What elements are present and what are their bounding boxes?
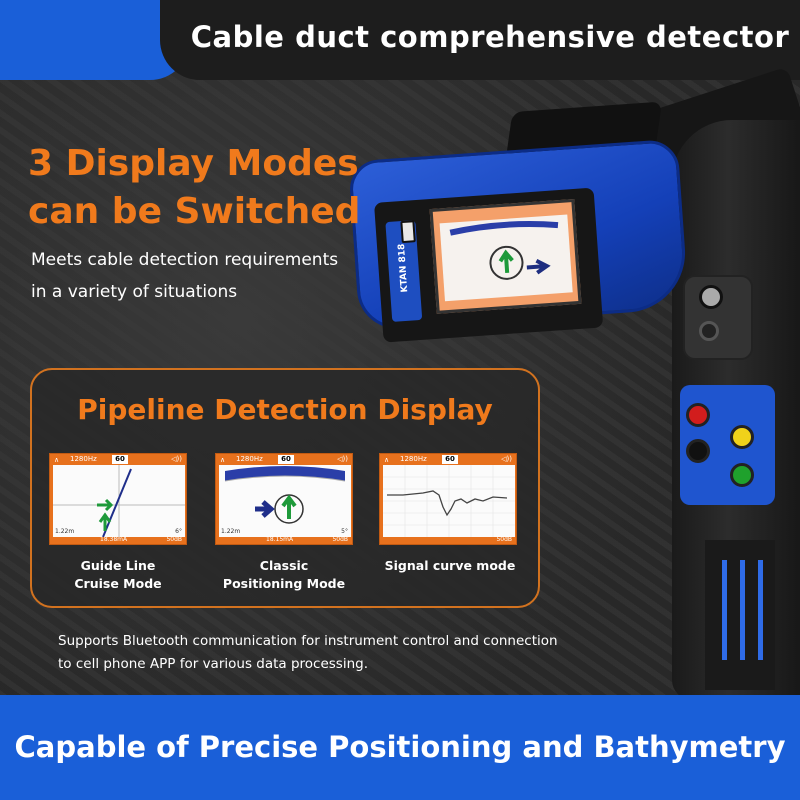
status-bar: ∧ 1280Hz 60 ◁)) bbox=[216, 454, 352, 465]
mode-label-line: Positioning Mode bbox=[222, 576, 346, 591]
mode-label-line: Classic bbox=[259, 558, 309, 573]
wave-icon: ∧ bbox=[220, 456, 226, 464]
db-readout: 50dB bbox=[496, 536, 512, 543]
device-body: KTAN 818 bbox=[348, 138, 690, 343]
black-jack-icon bbox=[686, 439, 710, 463]
mode-display: 1.22m 6° bbox=[53, 465, 185, 538]
detector-device: KTAN 818 bbox=[345, 89, 690, 343]
gain: 60 bbox=[278, 455, 294, 464]
grip-stripe bbox=[740, 560, 745, 660]
mode-label: Guide Line Cruise Mode bbox=[38, 557, 198, 593]
classic-positioning-graphic bbox=[224, 466, 346, 524]
arrow-up-icon bbox=[498, 249, 514, 273]
depth-readout: 1.22m bbox=[221, 528, 241, 535]
jack-panel bbox=[680, 385, 775, 505]
mode-label: Signal curve mode bbox=[370, 557, 530, 575]
mode-label-line: Signal curve mode bbox=[384, 558, 516, 573]
wave-icon: ∧ bbox=[54, 456, 60, 464]
gain: 60 bbox=[112, 455, 128, 464]
arrow-up-icon bbox=[98, 512, 112, 531]
yellow-jack-icon bbox=[730, 425, 754, 449]
note-line: to cell phone APP for various data proce… bbox=[58, 656, 369, 672]
mode-screen-classic: ∧ 1280Hz 60 ◁)) 1.22m 5° 18.15mA 50dB bbox=[215, 453, 353, 545]
footer-title: Capable of Precise Positioning and Bathy… bbox=[14, 730, 786, 764]
arrow-right-icon bbox=[255, 500, 275, 518]
subheadline-line: Meets cable detection requirements bbox=[31, 250, 339, 270]
speaker-icon: ◁)) bbox=[171, 455, 182, 463]
angle-readout: 5° bbox=[341, 528, 348, 535]
mode-label: Classic Positioning Mode bbox=[204, 557, 364, 593]
angle-readout: 6° bbox=[175, 528, 182, 535]
subheadline-line: in a variety of situations bbox=[31, 282, 238, 302]
status-bar: ∧ 1280Hz 60 ◁)) bbox=[380, 454, 516, 465]
device-screen-graphic bbox=[449, 221, 559, 280]
mode-label-line: Guide Line bbox=[80, 558, 156, 573]
arrow-up-icon bbox=[281, 494, 297, 519]
signal-curve-graphic bbox=[383, 465, 515, 537]
green-jack-icon bbox=[730, 463, 754, 487]
frequency: 1280Hz bbox=[236, 455, 263, 463]
header-bar bbox=[160, 0, 800, 80]
red-jack-icon bbox=[686, 403, 710, 427]
feature-title: Pipeline Detection Display bbox=[77, 393, 493, 426]
bluetooth-note: Supports Bluetooth communication for ins… bbox=[58, 630, 618, 676]
connector-panel bbox=[683, 275, 753, 360]
mode-display: 1.22m 5° bbox=[219, 465, 351, 537]
headline: 3 Display Modes can be Switched bbox=[28, 140, 360, 236]
db-readout: 50dB bbox=[166, 536, 182, 543]
guide-line-graphic bbox=[53, 465, 185, 538]
grip-stripe bbox=[722, 560, 727, 660]
subheadline: Meets cable detection requirements in a … bbox=[31, 244, 391, 308]
frequency: 1280Hz bbox=[400, 455, 427, 463]
device-screen-display bbox=[439, 214, 573, 302]
mode-label-line: Cruise Mode bbox=[74, 576, 162, 591]
mode-screen-guide-line: ∧ 1280Hz 60 ◁)) 1.22m 6° 18.38mA 50dB bbox=[49, 453, 187, 545]
current-readout: 18.15mA bbox=[266, 536, 294, 543]
usb-port bbox=[400, 220, 416, 244]
status-bar: ∧ 1280Hz 60 ◁)) bbox=[50, 454, 186, 465]
status-footer: 18.15mA 50dB bbox=[216, 535, 352, 544]
status-footer: 50dB bbox=[380, 535, 516, 544]
mode-display bbox=[383, 465, 515, 537]
current-readout: 18.38mA bbox=[100, 536, 128, 543]
speaker-icon: ◁)) bbox=[337, 455, 348, 463]
header-accent bbox=[0, 0, 190, 80]
db-readout: 50dB bbox=[332, 536, 348, 543]
wave-icon: ∧ bbox=[384, 456, 390, 464]
arrow-right-icon bbox=[97, 498, 114, 512]
frequency: 1280Hz bbox=[70, 455, 97, 463]
device-screen bbox=[429, 198, 582, 314]
headline-line: can be Switched bbox=[28, 191, 361, 232]
page-title: Cable duct comprehensive detector bbox=[190, 20, 790, 54]
depth-readout: 1.22m bbox=[55, 528, 75, 535]
status-footer: 18.38mA 50dB bbox=[50, 535, 186, 544]
footer-bar bbox=[0, 695, 800, 800]
headline-line: 3 Display Modes bbox=[28, 143, 359, 184]
gain: 60 bbox=[442, 455, 458, 464]
note-line: Supports Bluetooth communication for ins… bbox=[58, 633, 558, 649]
speaker-icon: ◁)) bbox=[501, 455, 512, 463]
mode-screen-signal-curve: ∧ 1280Hz 60 ◁)) 50dB bbox=[379, 453, 517, 545]
grip-stripe bbox=[758, 560, 763, 660]
device-bezel: KTAN 818 bbox=[373, 187, 604, 343]
